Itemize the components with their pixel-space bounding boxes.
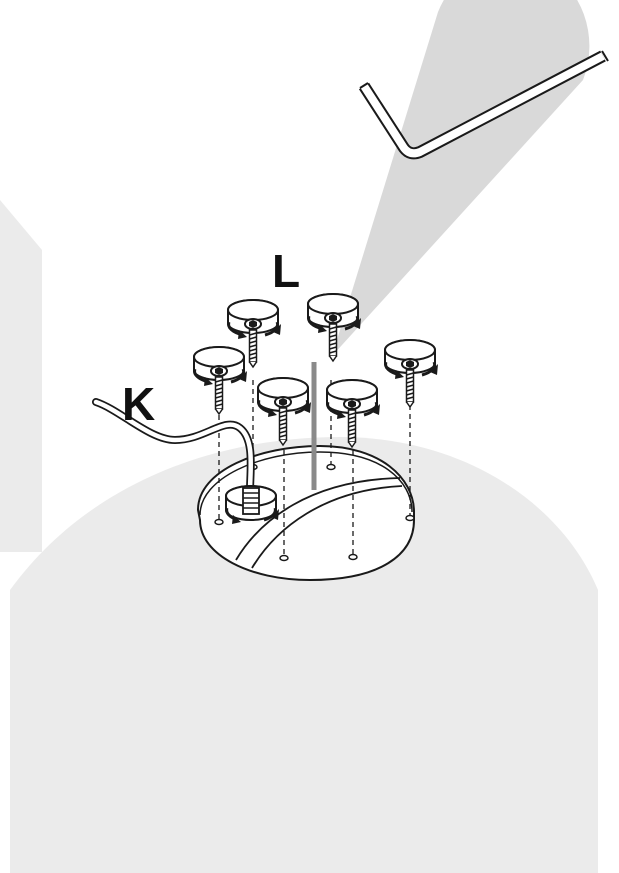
cap-screw-far-right <box>385 340 438 407</box>
cap-screw-icon <box>258 378 311 445</box>
cap-screw-icon <box>385 340 438 407</box>
cap-screw-center-right <box>327 380 380 447</box>
cap-screw-icon <box>194 347 247 414</box>
cap-screw-icon <box>327 380 380 447</box>
cable-gland-icon <box>226 486 279 524</box>
background-left-panel <box>0 200 42 552</box>
callout-cable-label: K <box>122 378 155 430</box>
callout-screw-label: L <box>272 245 300 297</box>
cap-screw-mid-left <box>194 347 247 414</box>
highlight-beam <box>332 0 589 356</box>
cap-screw-center <box>258 378 311 445</box>
